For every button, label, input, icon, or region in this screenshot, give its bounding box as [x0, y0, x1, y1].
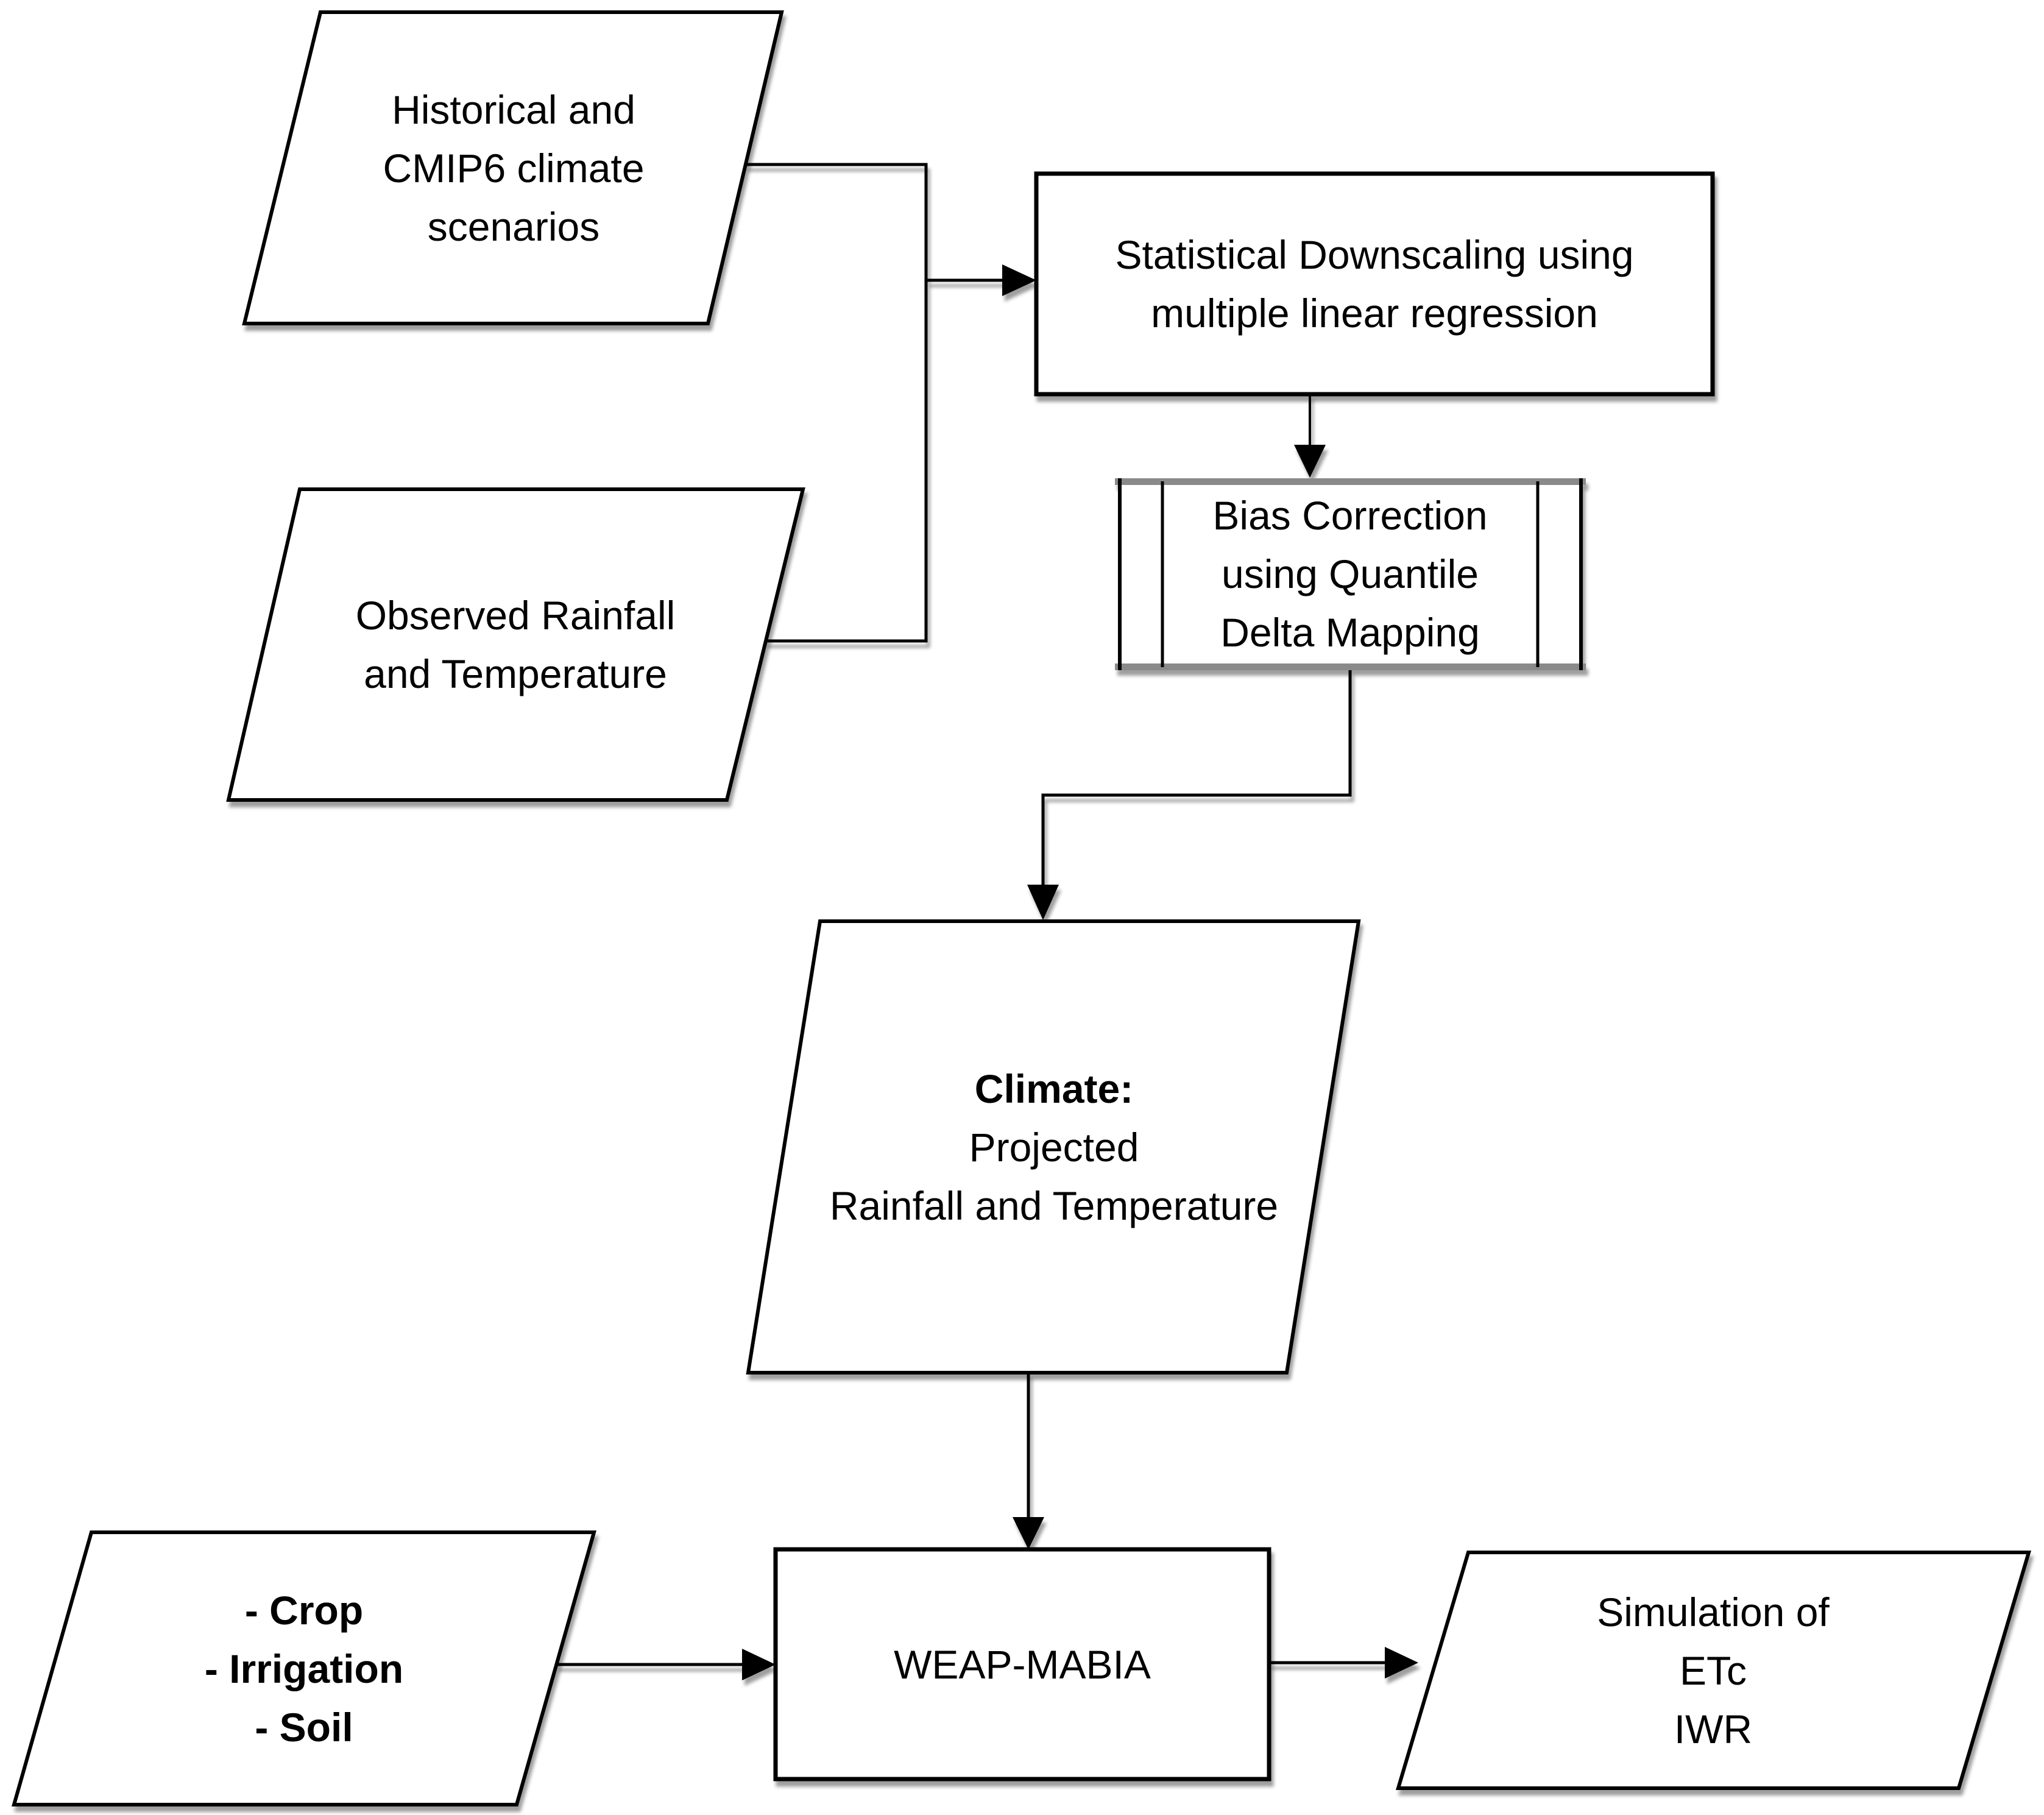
connectors-layer — [556, 163, 1418, 1680]
connector-inputs-trunk — [746, 163, 928, 643]
bias-body — [1118, 478, 1583, 670]
bias-bottom-bar — [1115, 663, 1586, 670]
arrowhead-to-statistical — [1002, 264, 1036, 296]
node-bias-shape — [1115, 478, 1586, 670]
node-climate-shape — [746, 919, 1361, 1375]
arrowhead-to-climate — [1027, 885, 1059, 920]
node-observed-shape — [226, 487, 805, 802]
node-simulation-shape — [1395, 1551, 2032, 1790]
shapes-layer — [12, 10, 2032, 1806]
node-crop-shape — [12, 1530, 596, 1806]
node-statistical-shape — [1034, 171, 1715, 397]
bias-top-bar — [1115, 478, 1586, 485]
arrowhead-to-bias — [1294, 445, 1326, 478]
node-historical-shape — [242, 10, 784, 325]
connector-bias-to-climate — [1041, 670, 1352, 886]
arrowhead-climate-to-weap — [1013, 1517, 1044, 1549]
node-weap-shape — [773, 1547, 1271, 1781]
arrowhead-weap-to-simulation — [1385, 1647, 1418, 1679]
arrowhead-crop-to-weap — [742, 1649, 776, 1680]
